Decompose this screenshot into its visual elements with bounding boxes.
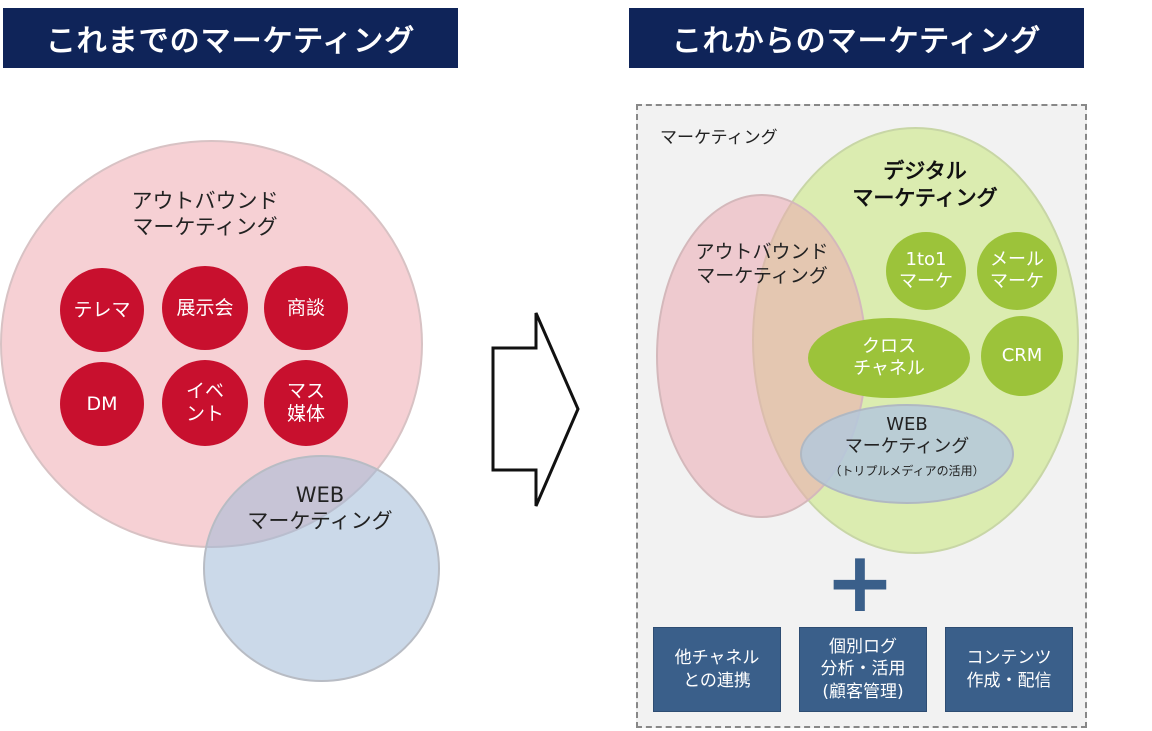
right-web-sub: （トリプルメディアの活用） — [829, 464, 985, 478]
item-cross-channel: クロス チャネル — [808, 318, 970, 398]
digital-label: デジタル マーケティング — [852, 159, 998, 211]
item-negotiation: 商談 — [264, 266, 348, 350]
plus-icon: + — [824, 533, 896, 631]
item-event: イベ ント — [162, 360, 248, 446]
right-title-banner: これからのマーケティング — [629, 8, 1084, 68]
item-telema: テレマ — [60, 268, 144, 352]
right-web-label: WEB マーケティング — [844, 414, 970, 457]
web-label: WEB マーケティング — [247, 483, 393, 534]
frame-label: マーケティング — [660, 128, 778, 148]
item-exhibition: 展示会 — [162, 266, 248, 350]
right-web-ellipse — [800, 404, 1014, 504]
box-other-channel: 他チャネル との連携 — [653, 627, 781, 712]
item-1to1: 1to1 マーケ — [886, 232, 966, 310]
item-mail: メール マーケ — [977, 232, 1057, 310]
item-mass-media: マス 媒体 — [264, 360, 348, 446]
item-crm: CRM — [981, 316, 1063, 396]
box-content: コンテンツ 作成・配信 — [945, 627, 1073, 712]
item-dm: DM — [60, 362, 144, 446]
outbound-label: アウトバウンド マーケティング — [131, 189, 279, 240]
left-title-banner: これまでのマーケティング — [3, 8, 458, 68]
right-outbound-label: アウトバウンド マーケティング — [695, 241, 829, 287]
box-individual-log: 個別ログ 分析・活用 (顧客管理) — [799, 627, 927, 712]
web-circle — [203, 455, 440, 682]
